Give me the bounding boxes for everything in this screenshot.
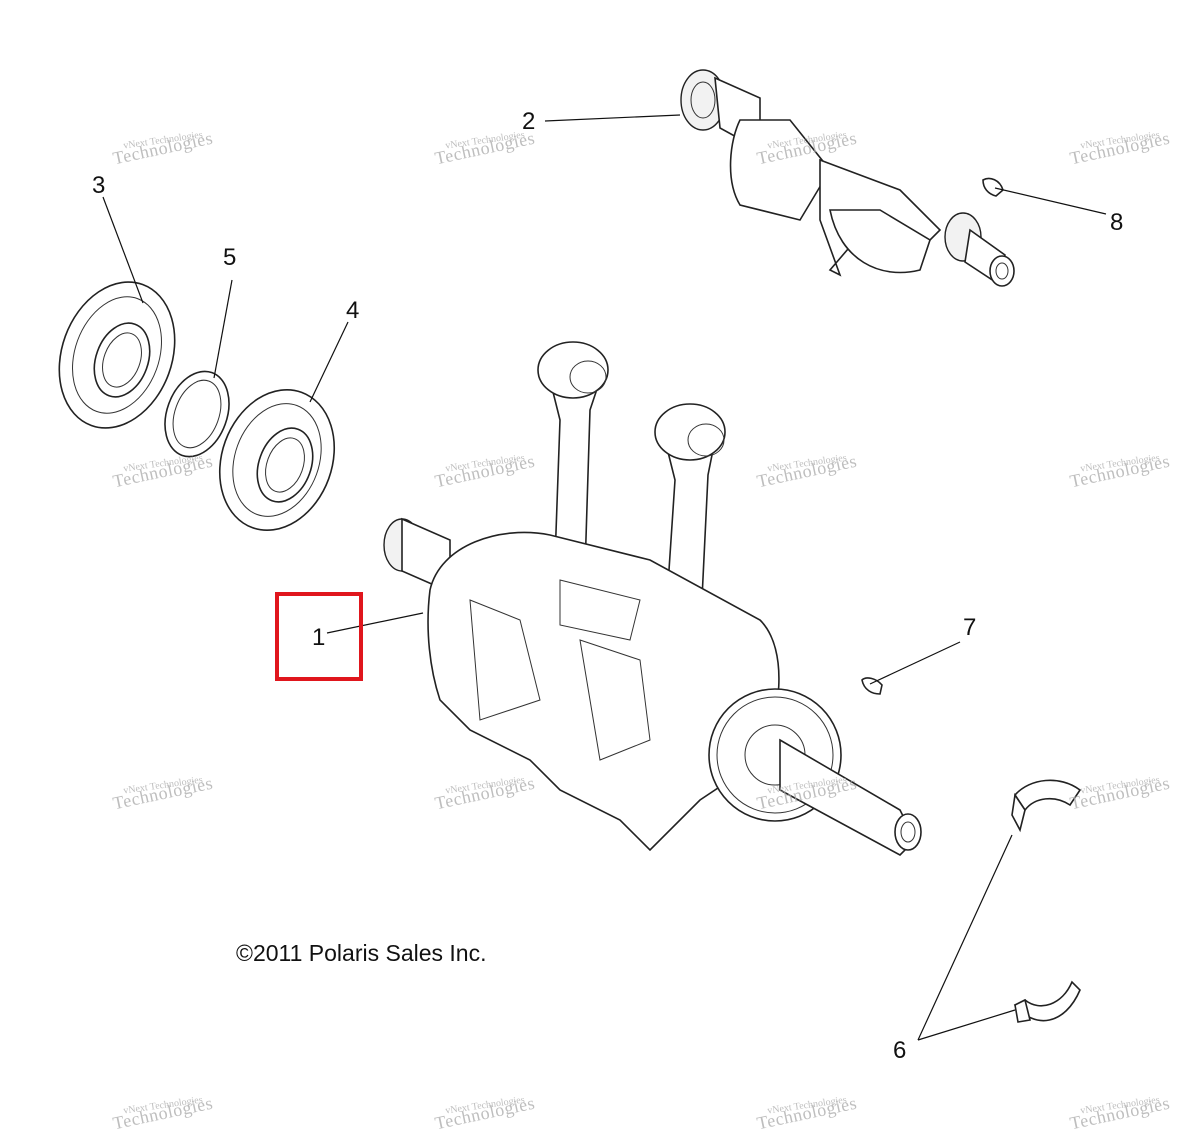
callout-7: 7 [963, 614, 976, 641]
callout-1: 1 [312, 624, 325, 651]
callout-6: 6 [893, 1037, 906, 1064]
callout-5: 5 [223, 244, 236, 271]
callout-2: 2 [522, 108, 535, 135]
callout-4: 4 [346, 297, 359, 324]
part-1-crankshaft[interactable] [383, 341, 922, 856]
part-5-shim[interactable] [154, 362, 240, 465]
copyright-text: ©2011 Polaris Sales Inc. [236, 940, 487, 966]
part-8-key[interactable] [982, 177, 1004, 197]
highlight-box-callout-1 [275, 592, 363, 681]
part-6-bearing-halves[interactable] [1011, 779, 1082, 1023]
part-2-crankshaft-assembly[interactable] [680, 69, 1015, 287]
callout-8: 8 [1110, 209, 1123, 236]
part-4-bearing[interactable] [201, 374, 354, 547]
callout-3: 3 [92, 172, 105, 199]
part-3-bearing[interactable] [40, 266, 195, 445]
leader-lines [102, 114, 1107, 1041]
part-7-key[interactable] [861, 677, 883, 695]
